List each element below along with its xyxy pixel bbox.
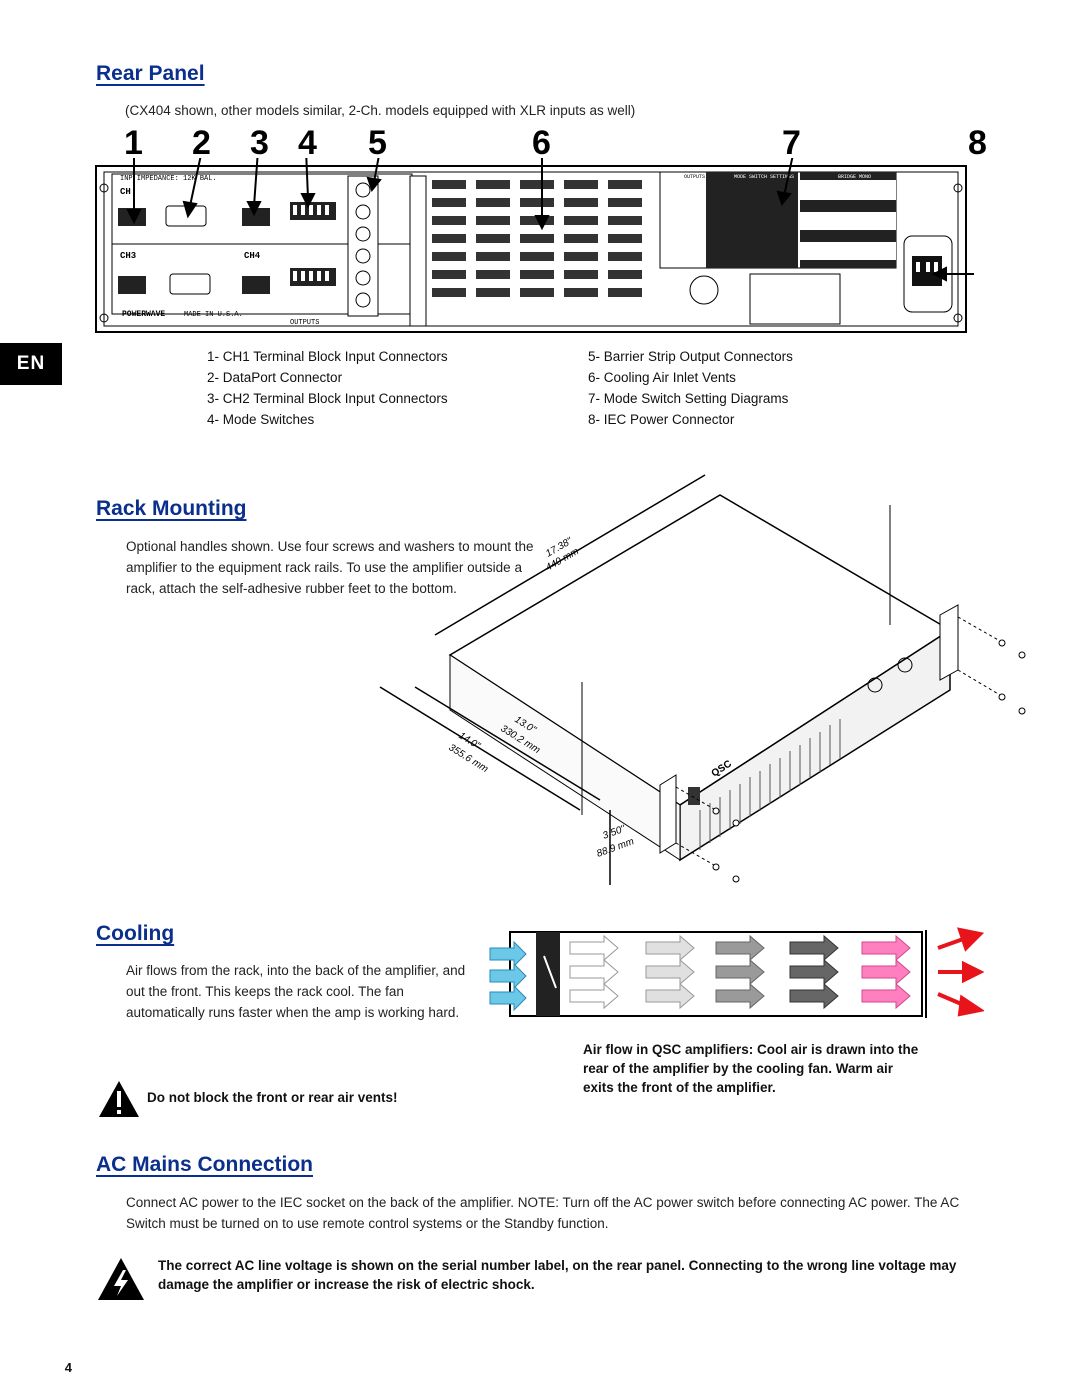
rack-mount-illustration: QSC 17.38" 440 mm 13.0" 330.2 mm 14.0" 3… xyxy=(379,474,1026,885)
electric-shock-warning-icon xyxy=(98,1258,144,1300)
legend-item-8: 8- IEC Power Connector xyxy=(588,412,735,427)
line-voltage-warning-text: The correct AC line voltage is shown on … xyxy=(158,1258,957,1292)
mode-switch-label: MODE SWITCH SETTINGS xyxy=(734,174,794,180)
callout-6: 6 xyxy=(532,124,551,162)
page-number: 4 xyxy=(64,1360,72,1375)
legend-item-5: 5- Barrier Strip Output Connectors xyxy=(588,349,793,364)
bridge-mono-label: BRIDGE MONO xyxy=(838,174,871,180)
cooling-heading: Cooling xyxy=(96,922,175,945)
powerwave-logo: POWERWAVE xyxy=(122,310,165,319)
callout-3: 3 xyxy=(250,124,269,162)
svg-text:INP IMPEDANCE: 12K BAL.: INP IMPEDANCE: 12K BAL. xyxy=(120,175,217,183)
callout-5: 5 xyxy=(368,124,387,162)
rear-panel-caption: (CX404 shown, other models similar, 2-Ch… xyxy=(125,103,636,118)
legend-item-1: 1- CH1 Terminal Block Input Connectors xyxy=(207,349,448,364)
made-in-label: MADE IN U.S.A. xyxy=(184,311,243,319)
diagram-outputs-label: OUTPUTS xyxy=(684,174,705,180)
callout-4: 4 xyxy=(298,124,317,162)
legend-item-4: 4- Mode Switches xyxy=(207,412,315,427)
airflow-caption: Air flow in QSC amplifiers: Cool air is … xyxy=(583,1042,919,1095)
cooling-text: Air flows from the rack, into the back o… xyxy=(126,963,466,1020)
legend-item-3: 3- CH2 Terminal Block Input Connectors xyxy=(207,391,448,406)
callout-2: 2 xyxy=(192,124,211,162)
rear-panel-heading: Rear Panel xyxy=(96,62,205,85)
legend-item-2: 2- DataPort Connector xyxy=(207,370,343,385)
svg-text:CH4: CH4 xyxy=(244,251,261,261)
callout-8: 8 xyxy=(968,124,987,162)
svg-text:CH3: CH3 xyxy=(120,251,136,261)
dim-width2-mm: 355.6 mm xyxy=(446,742,490,775)
legend-right: 5- Barrier Strip Output Connectors 6- Co… xyxy=(588,346,793,430)
outputs-label: OUTPUTS xyxy=(290,319,319,327)
dim-height-mm: 88.9 mm xyxy=(595,836,635,860)
ac-mains-heading: AC Mains Connection xyxy=(96,1153,314,1176)
vent-warning-text: Do not block the front or rear air vents… xyxy=(147,1090,398,1105)
rear-panel-illustration: INP IMPEDANCE: 12K BAL. CH CH3 CH4 POWER… xyxy=(95,158,974,333)
airflow-diagram xyxy=(489,927,984,1018)
callout-7: 7 xyxy=(782,124,801,162)
svg-text:CH: CH xyxy=(120,187,131,197)
ac-mains-text: Connect AC power to the IEC socket on th… xyxy=(126,1195,960,1231)
warning-icon xyxy=(99,1081,139,1117)
legend-left: 1- CH1 Terminal Block Input Connectors 2… xyxy=(207,346,448,430)
rack-mounting-text: Optional handles shown. Use four screws … xyxy=(126,539,534,596)
callout-1: 1 xyxy=(124,124,143,162)
legend-item-6: 6- Cooling Air Inlet Vents xyxy=(588,370,736,385)
language-tab: EN xyxy=(0,343,62,385)
rack-mounting-heading: Rack Mounting xyxy=(96,497,247,520)
legend-item-7: 7- Mode Switch Setting Diagrams xyxy=(588,391,789,406)
